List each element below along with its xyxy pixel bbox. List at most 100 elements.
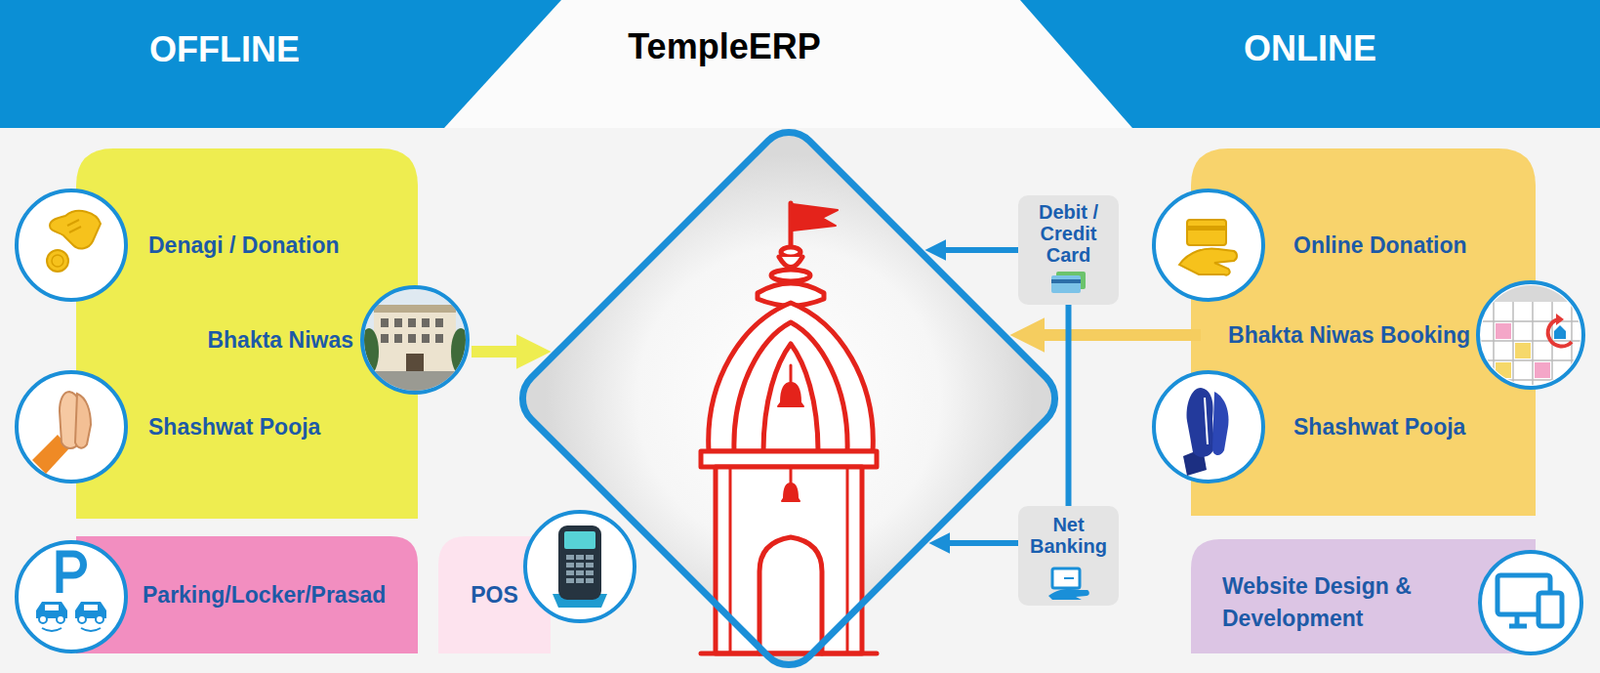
diamond-ground (510, 120, 1067, 673)
node-label: ONLINE (1020, 28, 1600, 70)
donation-icon (67, 219, 82, 233)
donation-icon (51, 254, 64, 267)
node-label: Website Design & Development (1222, 570, 1442, 635)
node-label: POS (470, 581, 519, 609)
diamond-ground (510, 120, 1067, 673)
connector-arrow (1029, 328, 1202, 341)
pos-terminal-icon (566, 562, 575, 568)
service-item: POS (438, 535, 551, 654)
calendar-icon (1477, 282, 1584, 388)
temple-illustration (846, 466, 850, 654)
card-icon (1051, 275, 1081, 293)
service-item: Bhakta Niwas (205, 284, 472, 396)
service-item: Shashwat Pooja (13, 370, 346, 483)
parking-icon (39, 615, 47, 623)
card-icon (1051, 271, 1086, 293)
node-label: Bhakta Niwas Booking (1228, 322, 1471, 349)
prayer-icon (75, 393, 91, 449)
parking-icon (78, 615, 86, 623)
service-item: Website Design & Development (1190, 538, 1484, 654)
card-payment-icon (1187, 219, 1227, 246)
band-fill (0, 0, 562, 128)
calendar-icon (1534, 362, 1551, 378)
website-icon (1479, 551, 1582, 654)
top-ground (444, 0, 1133, 128)
calendar-icon (1556, 313, 1564, 326)
prayer-icon (16, 371, 126, 482)
donation-icon (16, 190, 126, 300)
top-ground (444, 0, 1133, 128)
card-payment-icon (1179, 248, 1237, 276)
temple-illustration (759, 536, 822, 654)
temple-illustration (734, 322, 848, 452)
node-label: Parking/Locker/Prasad (142, 581, 386, 609)
node-label: Bhakta Niwas (206, 327, 354, 354)
donation-icon (49, 210, 101, 249)
calendar-icon (1477, 282, 1584, 388)
calendar-icon (1477, 282, 1584, 388)
building-photo (421, 333, 430, 343)
connector-arrow (471, 345, 533, 358)
website-icon (1538, 592, 1562, 626)
service-item: Denagi / Donation (13, 189, 346, 301)
card-payment-icon (1153, 190, 1264, 300)
card-payment-icon (1153, 190, 1264, 300)
calendar-icon (1548, 319, 1572, 346)
prayer-icon (1212, 391, 1229, 455)
building-photo (408, 318, 416, 328)
parking-icon (44, 604, 59, 611)
temple-illustration (763, 343, 819, 452)
building-photo (394, 318, 403, 328)
band-header: OFFLINE (0, 0, 562, 128)
pos-terminal-icon (566, 570, 575, 575)
hub-diamond: TempleERP (515, 124, 1063, 672)
pos-terminal-icon (585, 562, 594, 568)
connector-arrow (935, 246, 1020, 253)
building-photo (435, 318, 444, 328)
diamond-outline (515, 124, 1063, 672)
temple-illustration (789, 466, 793, 484)
temple-illustration (700, 651, 877, 657)
parking-icon (75, 601, 107, 623)
building-photo (408, 333, 416, 343)
parking-icon (95, 615, 104, 623)
building-photo (359, 286, 471, 396)
donation-icon (16, 190, 126, 300)
building-photo (359, 286, 471, 396)
net-banking-icon (1052, 568, 1080, 588)
band-fill (1020, 0, 1600, 128)
pos-terminal-icon (564, 531, 596, 549)
node-label: Shashwat Pooja (1293, 413, 1466, 441)
calendar-icon (1515, 342, 1531, 359)
building-photo (362, 287, 468, 393)
website-icon (1479, 551, 1582, 654)
prayer-icon (1153, 371, 1264, 482)
building-photo (373, 304, 456, 313)
pos-terminal-icon (558, 525, 602, 600)
pos-terminal-icon (585, 577, 594, 583)
temple-illustration (780, 246, 801, 257)
calendar-icon (1477, 282, 1584, 388)
parking-icon (41, 627, 101, 631)
net-banking-icon (1048, 568, 1090, 600)
parking-icon (16, 541, 126, 652)
net-banking-icon (1048, 588, 1090, 600)
temple-illustration (729, 466, 733, 654)
payment-box: Debit / Credit Card (1018, 195, 1119, 305)
building-photo (380, 333, 389, 343)
payment-box: Net Banking (1018, 505, 1119, 606)
calendar-icon (1554, 325, 1566, 339)
node-label: Shashwat Pooja (148, 413, 321, 441)
donation-icon (46, 249, 69, 272)
node-label: Net Banking (1025, 513, 1112, 557)
card-payment-icon (1187, 225, 1227, 231)
temple-illustration (778, 382, 804, 407)
pos-terminal-icon (525, 511, 635, 621)
pos-terminal-icon (566, 577, 575, 583)
service-item: Online Donation (1151, 189, 1475, 301)
pos-terminal-icon (575, 554, 584, 560)
offline-panel (76, 148, 551, 654)
pos-terminal-icon (585, 570, 594, 575)
temple-illustration (781, 483, 800, 501)
